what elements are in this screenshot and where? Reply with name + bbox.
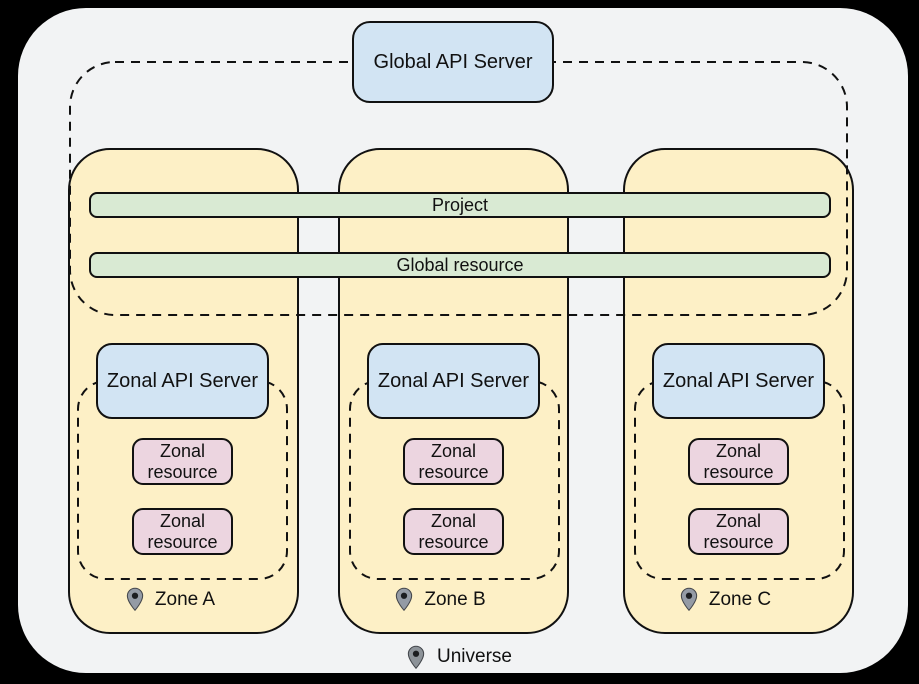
zone-c-api-server-label: Zonal API Server <box>662 369 815 392</box>
location-pin-icon <box>680 587 698 612</box>
zonal-resource-label: Zonal resource <box>147 510 218 552</box>
zone-b-api-server-box: Zonal API Server <box>367 343 540 419</box>
location-pin-icon <box>396 587 413 612</box>
zone-b-label: Zone B <box>424 588 486 610</box>
universe-label-row: Universe <box>0 643 919 671</box>
zone-c-label-row: Zone C <box>610 585 841 614</box>
zonal-resource-label: Zonal resource <box>147 440 218 482</box>
zonal-resource-label: Zonal resource <box>703 510 774 552</box>
global-api-server-label: Global API Server <box>373 50 533 73</box>
global-resource-bar-label: Global resource <box>396 254 524 275</box>
zonal-resource-label: Zonal resource <box>418 440 489 482</box>
zone-b-resource-2: Zonal resource <box>403 508 504 555</box>
zone-c-resource-2: Zonal resource <box>688 508 789 555</box>
zone-a-resource-1: Zonal resource <box>132 438 233 485</box>
zonal-resource-label: Zonal resource <box>703 440 774 482</box>
zone-a-label-row: Zone A <box>55 585 286 614</box>
project-bar: Project <box>89 192 831 218</box>
zone-b-label-row: Zone B <box>325 585 556 614</box>
global-resource-bar: Global resource <box>89 252 831 278</box>
zone-a-label: Zone A <box>154 588 216 610</box>
zone-c-resource-1: Zonal resource <box>688 438 789 485</box>
zone-c-label: Zone C <box>708 588 772 610</box>
project-bar-label: Project <box>431 194 489 215</box>
zonal-resource-label: Zonal resource <box>418 510 489 552</box>
zone-c-api-server-box: Zonal API Server <box>652 343 825 419</box>
zone-b-resource-1: Zonal resource <box>403 438 504 485</box>
zone-a-api-server-box: Zonal API Server <box>96 343 269 419</box>
location-pin-icon <box>407 645 425 669</box>
zone-a-api-server-label: Zonal API Server <box>106 369 259 392</box>
location-pin-icon <box>126 587 144 612</box>
zone-a-resource-2: Zonal resource <box>132 508 233 555</box>
universe-label: Universe <box>437 646 512 667</box>
zone-b-api-server-label: Zonal API Server <box>377 369 530 392</box>
global-api-server-box: Global API Server <box>352 21 554 103</box>
